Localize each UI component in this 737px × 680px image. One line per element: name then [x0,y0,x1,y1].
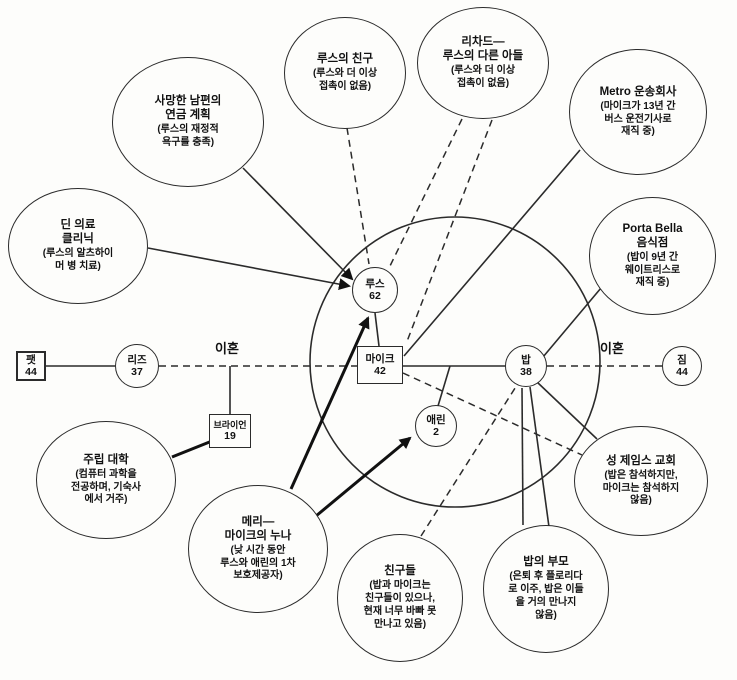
node-pat: 팻 44 [16,351,46,381]
bubble-title: 성 제임스 교회 [606,454,676,467]
bubble-desc: (밥과 마이크는 친구들이 있으나, 현재 너무 바빠 못 만나고 있음) [363,580,437,630]
node-name: 루스 [365,277,385,290]
bubble-title: 루스의 친구 [316,53,374,66]
node-age: 44 [676,366,688,378]
node-brian: 브라이언 19 [209,414,251,448]
node-age: 38 [520,366,532,378]
edge-richard-mike [405,119,493,345]
divorce-label-left: 이혼 [215,341,239,356]
edge-ruth-mike [374,312,380,347]
edge-mary-erin [315,436,412,518]
edge-porta-bob [542,287,602,358]
bubble-porta-bella: Porta Bella 음식점 (밥이 9년 간 웨이트리스로 재직 중) [589,197,716,315]
edge-richard-ruth [389,118,463,267]
bubble-desc: (낮 시간 동안 루스와 애린의 1차 보호제공자) [220,544,296,582]
bubble-desc: (밥이 9년 간 웨이트리스로 재직 중) [624,251,681,289]
household-boundary-circle [309,216,601,508]
node-bob: 밥 38 [505,345,547,387]
node-name: 마이크 [365,352,395,365]
bubble-desc: (루스의 알츠하이 머 병 치료) [42,248,114,273]
edge-metro-mike [403,149,581,357]
bubble-desc: (루스의 재정적 욕구를 충족) [157,124,219,149]
bubble-dean-clinic: 딘 의료 클리닉 (루스의 알츠하이 머 병 치료) [8,188,148,304]
bubble-ruth-friend: 루스의 친구 (루스와 더 이상 접촉이 없음) [284,17,406,129]
node-name: 애린 [426,413,446,426]
edge-pension-ruth [242,167,354,281]
stress-hatch-marks [297,393,335,474]
edge-clinic-ruth [147,247,351,291]
bubble-mary: 메리— 마이크의 누나 (낮 시간 동안 루스와 애린의 1차 보호제공자) [188,485,328,613]
node-name: 밥 [521,353,531,366]
node-name: 브라이언 [213,419,247,430]
bubble-desc: (은퇴 후 플로리다 로 이주, 밥은 이들 을 거의 만나지 않음) [508,571,584,621]
edge-church-bob [536,381,598,440]
bubble-title: 메리— 마이크의 누나 [224,515,292,542]
bubble-title: Porta Bella 음식점 [622,222,683,249]
edge-university-brian [171,439,213,459]
edge-parents-bob-2 [529,386,550,528]
node-age: 44 [25,366,37,378]
node-mike: 마이크 42 [357,346,403,384]
node-age: 62 [369,290,381,302]
node-age: 19 [224,430,236,443]
node-name: 리즈 [127,353,147,366]
bubble-desc: (루스와 더 이상 접촉이 없음) [450,65,516,90]
edge-parents-bob-1 [521,387,524,526]
bubble-title: 리차드— 루스의 다른 아들 [442,36,524,63]
bubble-desc: (루스와 더 이상 접촉이 없음) [312,68,378,92]
edge-church-mike [402,372,583,456]
divorce-label-right: 이혼 [600,341,624,356]
bubble-state-university: 주립 대학 (컴퓨터 과학을 전공하며, 기숙사 에서 거주) [36,421,176,539]
node-age: 2 [433,426,439,438]
bubble-title: 딘 의료 클리닉 [60,219,96,246]
node-liz: 리즈 37 [115,344,159,388]
bubble-friends: 친구들 (밥과 마이크는 친구들이 있으나, 현재 너무 바빠 못 만나고 있음… [337,534,463,662]
node-name: 짐 [677,353,687,366]
node-age: 42 [374,365,386,377]
edge-friend-ruth [346,127,370,265]
bubble-metro-transit: Metro 운송회사 (마이크가 13년 간 버스 운전기사로 재직 중) [569,49,707,175]
node-name: 팻 [26,353,36,366]
bubble-bobs-parents: 밥의 부모 (은퇴 후 플로리다 로 이주, 밥은 이들 을 거의 만나지 않음… [483,525,609,653]
node-ruth: 루스 62 [352,267,398,313]
node-age: 37 [131,366,143,378]
bubble-desc: (마이크가 13년 간 버스 운전기사로 재직 중) [600,100,676,138]
bubble-title: 친구들 [384,565,416,578]
node-jim: 짐 44 [662,346,702,386]
bubble-title: 사망한 남편의 연금 계획 [154,95,222,122]
node-erin: 애린 2 [415,405,457,447]
bubble-st-james-church: 성 제임스 교회 (밥은 참석하지만, 마이크는 참석하지 않음) [574,426,708,536]
bubble-title: Metro 운송회사 [599,85,677,98]
edge-erin-drop [437,365,451,407]
bubble-title: 주립 대학 [83,453,129,466]
bubble-desc: (밥은 참석하지만, 마이크는 참석하지 않음) [602,469,680,507]
bubble-desc: (컴퓨터 과학을 전공하며, 기숙사 에서 거주) [71,468,141,506]
bubble-title: 밥의 부모 [523,556,569,569]
bubble-richard: 리차드— 루스의 다른 아들 (루스와 더 이상 접촉이 없음) [417,7,549,119]
bubble-pension-plan: 사망한 남편의 연금 계획 (루스의 재정적 욕구를 충족) [112,57,264,187]
edge-friends-bob [420,384,518,537]
